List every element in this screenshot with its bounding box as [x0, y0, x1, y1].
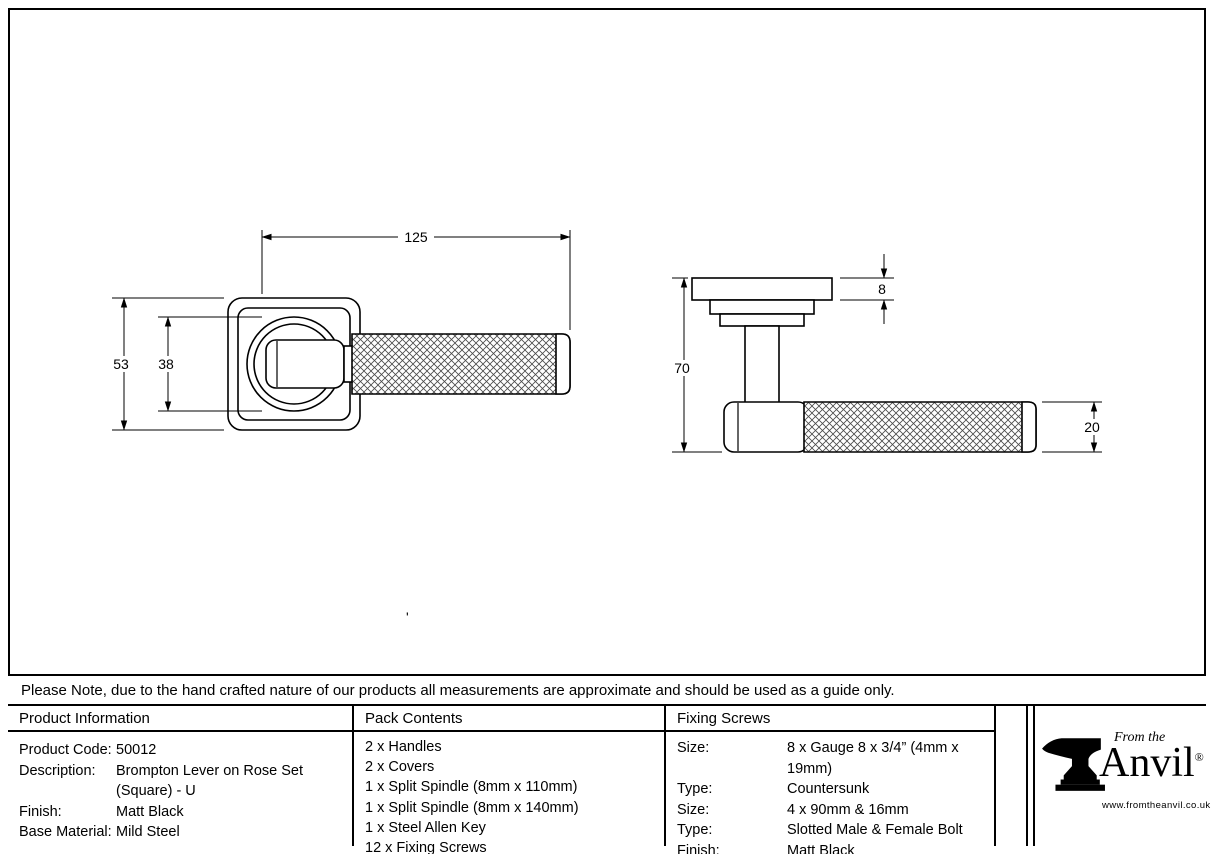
field-value: 50012 [116, 742, 157, 758]
knurled-grip-side [803, 401, 1037, 453]
logo-wordmark: Anvil® [1099, 742, 1204, 784]
field-label: Type: [677, 781, 713, 797]
note-bar: Please Note, due to the hand crafted nat… [8, 674, 1206, 706]
field-value: Mild Steel [116, 824, 180, 840]
anvil-icon [1042, 738, 1105, 791]
field-label: Type: [677, 822, 713, 838]
dim-length-125: 125 [261, 229, 571, 330]
front-view [227, 297, 571, 431]
pack-contents-body: 2 x Handles 2 x Covers 1 x Split Spindle… [354, 732, 664, 854]
field-value: 4 x 90mm & 16mm [787, 801, 909, 818]
technical-drawing: 125 53 38 [108, 229, 1108, 625]
field-label: Size: [677, 801, 710, 818]
field-label: Product Code: [19, 742, 112, 758]
field-label: Description: [19, 762, 96, 779]
row-screw-type-1: Type: Countersunk [677, 779, 986, 800]
product-information-body: Product Code: 50012 Description: Brompto… [8, 732, 352, 843]
logo-website: www.fromtheanvil.co.uk [1102, 800, 1211, 811]
rose-step-2 [719, 313, 805, 327]
lever-collar-front [265, 339, 345, 389]
grip-end-cap-side [1021, 401, 1037, 453]
dim-circle-38: 38 [153, 316, 262, 412]
field-value: Matt Black [787, 842, 855, 854]
row-description: Description: Brompton Lever on Rose Set … [19, 761, 344, 802]
registered-mark: ® [1194, 750, 1204, 764]
dim-label-38: 38 [158, 356, 174, 372]
rose-step-1 [709, 299, 815, 315]
pack-contents-header: Pack Contents [354, 706, 664, 732]
row-screw-type-2: Type: Slotted Male & Female Bolt [677, 820, 986, 841]
dim-label-53: 53 [113, 356, 129, 372]
grip-end-cap-front [555, 333, 571, 395]
pack-contents-column: Pack Contents 2 x Handles 2 x Covers 1 x… [354, 706, 666, 854]
dim-thickness-8: 8 [840, 254, 894, 324]
logo-divider [1026, 706, 1035, 846]
row-screw-finish: Finish: Matt Black [677, 841, 986, 854]
product-information-column: Product Information Product Code: 50012 … [8, 706, 354, 846]
field-label: Finish: [19, 803, 62, 820]
note-text: Please Note, due to the hand crafted nat… [21, 681, 895, 699]
lever-neck-side [744, 325, 780, 405]
fixing-screws-column: Fixing Screws Size: 8 x Gauge 8 x 3/4” (… [666, 706, 996, 854]
field-label: Finish: [677, 842, 720, 854]
row-base-material: Base Material: Mild Steel [19, 822, 344, 843]
pack-item: 1 x Split Spindle (8mm x 110mm) [365, 779, 578, 796]
dim-label-70: 70 [674, 360, 690, 376]
field-value: 8 x Gauge 8 x 3/4” (4mm x 19mm) [787, 740, 959, 777]
field-value: Matt Black [116, 803, 184, 820]
row-screw-size-2: Size: 4 x 90mm & 16mm [677, 800, 986, 821]
side-view [691, 277, 1037, 453]
pack-item: 2 x Covers [365, 759, 435, 776]
brand-logo-area: From the Anvil® www.fromtheanvil.co.uk [996, 706, 1210, 846]
product-information-header: Product Information [8, 706, 352, 732]
fixing-screws-header: Fixing Screws [666, 706, 994, 732]
dim-projection-70: 70 [668, 277, 722, 453]
logo-tagline: From the [1114, 730, 1166, 745]
dim-grip-20: 20 [1042, 401, 1108, 453]
field-value: Slotted Male & Female Bolt [787, 822, 963, 838]
dim-label-125: 125 [404, 229, 428, 245]
field-label: Size: [677, 740, 710, 756]
row-screw-size-1: Size: 8 x Gauge 8 x 3/4” (4mm x 19mm) [677, 738, 986, 779]
field-value: Countersunk [787, 781, 870, 797]
rose-disc-side [691, 277, 833, 301]
pack-item: 2 x Handles [365, 739, 442, 755]
dim-rose-53: 53 [108, 297, 224, 431]
pack-item: 1 x Steel Allen Key [365, 819, 486, 836]
stray-mark: ' [406, 609, 409, 625]
lever-collar-side [723, 401, 809, 453]
pack-item: 12 x Fixing Screws [365, 840, 487, 854]
fixing-screws-body: Size: 8 x Gauge 8 x 3/4” (4mm x 19mm) Ty… [666, 732, 994, 854]
pack-item: 1 x Split Spindle (8mm x 140mm) [365, 799, 579, 816]
dim-label-20: 20 [1084, 419, 1100, 435]
dim-label-8: 8 [878, 281, 886, 297]
field-label: Base Material: [19, 824, 112, 840]
logo-name: Anvil [1099, 740, 1195, 786]
field-value: Brompton Lever on Rose Set (Square) - U [116, 762, 303, 800]
row-product-code: Product Code: 50012 [19, 740, 344, 761]
row-finish: Finish: Matt Black [19, 802, 344, 823]
knurled-grip-front [351, 333, 571, 395]
